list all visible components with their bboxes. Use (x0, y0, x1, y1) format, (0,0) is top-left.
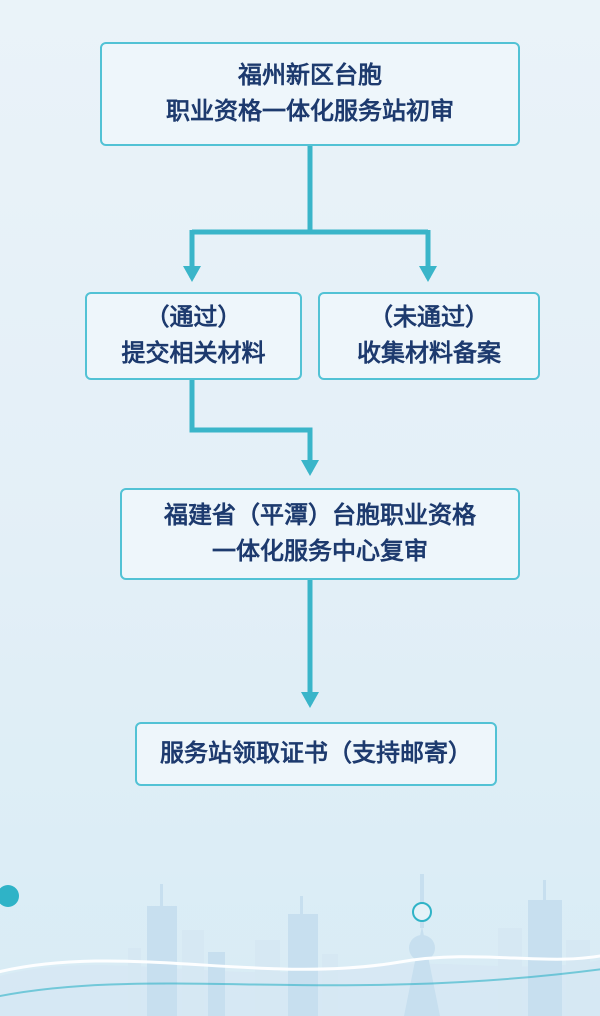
node-initial-line1: 福州新区台胞 (238, 62, 382, 89)
tv-tower-icon (420, 874, 424, 928)
node-recheck-line2: 一体化服务中心复审 (212, 538, 428, 565)
node-initial-review: 福州新区台胞 职业资格一体化服务站初审 (100, 42, 520, 146)
node-pass-line2: 提交相关材料 (121, 340, 266, 367)
wave-fill (0, 960, 600, 1016)
teal-curve-decoration (0, 968, 600, 998)
node-recheck-center: 福建省（平潭）台胞职业资格 一体化服务中心复审 (120, 488, 520, 580)
node-pass-line1: （通过） (145, 304, 242, 331)
node-fail-line2: 收集材料备案 (357, 340, 501, 367)
connector-pass-to-recheck (189, 380, 319, 476)
node-initial-line2: 职业资格一体化服务站初审 (166, 98, 454, 125)
white-curve-decoration (0, 954, 600, 974)
node-certificate-pickup: 服务站领取证书（支持邮寄） (135, 722, 497, 786)
node-fail-line1: （未通过） (369, 304, 489, 331)
node-pass-submit-materials: （通过） 提交相关材料 (85, 292, 302, 380)
node-recheck-line1: 福建省（平潭）台胞职业资格 (164, 502, 476, 529)
node-fail-collect-materials: （未通过） 收集材料备案 (318, 292, 540, 380)
city-skyline-decoration (0, 874, 600, 1016)
node-certificate-line1: 服务站领取证书（支持邮寄） (160, 740, 472, 767)
teal-dot-icon (0, 885, 19, 907)
